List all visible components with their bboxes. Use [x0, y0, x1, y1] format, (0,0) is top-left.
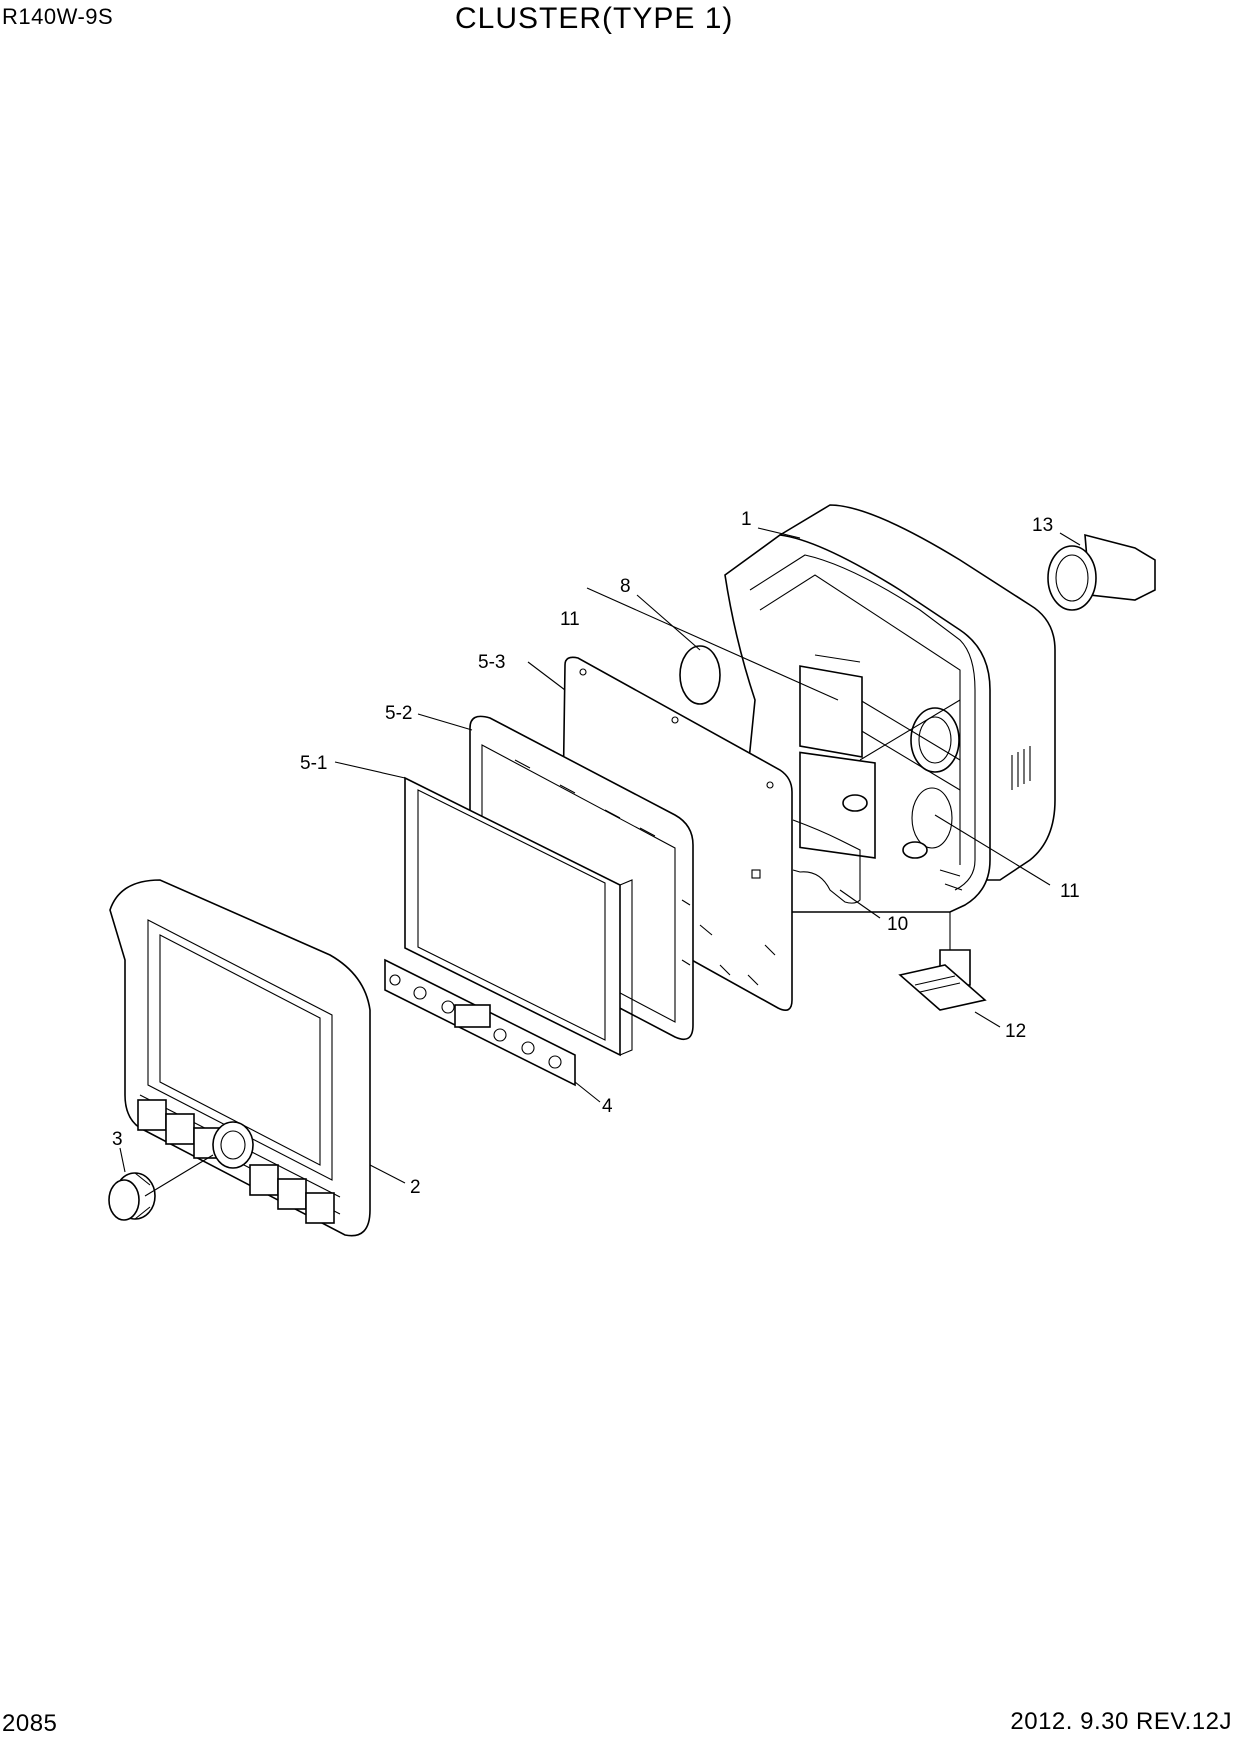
callout-10: 10 — [887, 914, 908, 935]
part-4-button-board — [384, 958, 576, 1087]
diagram-title: CLUSTER(TYPE 1) — [455, 2, 734, 35]
callout-5-3: 5-3 — [478, 652, 505, 673]
part-3-knob — [108, 1172, 156, 1221]
callout-8: 8 — [620, 576, 631, 597]
callout-12: 12 — [1005, 1021, 1026, 1042]
callout-2: 2 — [410, 1177, 421, 1198]
model-number: R140W-9S — [2, 4, 114, 29]
callout-5-2: 5-2 — [385, 703, 412, 724]
callout-3: 3 — [112, 1129, 123, 1150]
page-number: 2085 — [2, 1710, 58, 1737]
part-11-seal-upper — [679, 645, 721, 705]
callout-11-upper: 11 — [560, 609, 580, 630]
part-2-front-bezel — [109, 879, 371, 1237]
part-12-connector — [898, 949, 987, 1011]
callout-13: 13 — [1032, 515, 1053, 536]
callout-11-lower: 11 — [1060, 881, 1080, 902]
part-8-pcb — [799, 665, 863, 758]
callout-leader-lines — [119, 527, 1081, 1197]
callout-5-1: 5-1 — [300, 753, 327, 774]
revision-date: 2012. 9.30 REV.12J — [1010, 1708, 1232, 1735]
callout-4: 4 — [602, 1096, 613, 1117]
part-5-1-lcd-display — [404, 776, 633, 1057]
callout-1: 1 — [741, 509, 752, 530]
part-13-grommet — [1047, 533, 1156, 611]
